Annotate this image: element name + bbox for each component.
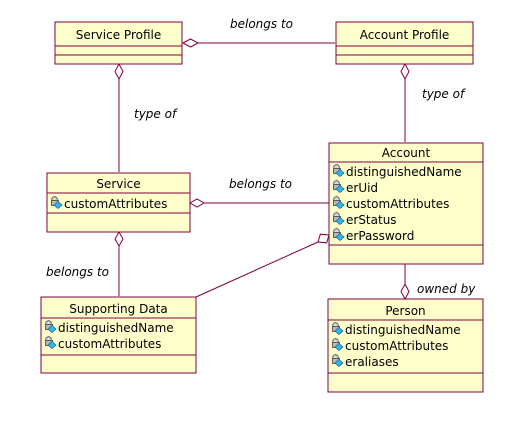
class-account-profile: Account Profile	[335, 21, 474, 65]
label-serviceprofile-service: type of	[134, 107, 178, 121]
class-attribute: distinguishedName	[45, 320, 174, 335]
class-box	[40, 296, 197, 374]
attribute-name: eraliases	[345, 355, 399, 369]
class-supporting-data: Supporting Data distinguishedName custom…	[40, 296, 197, 374]
aggregation-diamond-service-right	[188, 198, 206, 208]
attribute-name: customAttributes	[64, 197, 167, 211]
attribute-name: erStatus	[346, 213, 397, 227]
class-attribute: erStatus	[333, 212, 397, 227]
class-attribute: customAttributes	[332, 338, 448, 353]
relationship-labels: belongs to type of type of belongs to be…	[46, 17, 476, 296]
label-serviceprofile-accountprofile: belongs to	[230, 17, 293, 31]
class-person: Person distinguishedName customAttribute…	[327, 298, 484, 393]
aggregation-diamond-service-bottom	[114, 230, 124, 248]
class-service-profile: Service Profile	[54, 21, 183, 65]
class-service: Service customAttributes	[46, 172, 191, 233]
label-accountprofile-account: type of	[422, 87, 466, 101]
class-attribute: customAttributes	[45, 336, 161, 351]
label-account-person: owned by	[417, 282, 476, 296]
attribute-name: distinguishedName	[346, 165, 462, 179]
aggregation-diamond-accountprofile	[400, 62, 410, 81]
label-service-account: belongs to	[229, 177, 292, 191]
class-title: Service	[96, 177, 140, 191]
class-attribute: erPassword	[333, 228, 414, 243]
aggregation-diamond-account-bottom	[400, 282, 410, 301]
label-service-supportingdata: belongs to	[46, 265, 109, 279]
class-box	[327, 298, 484, 393]
class-attribute: distinguishedName	[332, 322, 461, 337]
class-attribute: eraliases	[332, 354, 399, 369]
attribute-name: customAttributes	[58, 337, 161, 351]
class-box	[335, 21, 474, 65]
class-title: Service Profile	[76, 28, 161, 42]
attribute-name: erPassword	[346, 229, 414, 243]
class-attribute: customAttributes	[333, 196, 449, 211]
class-box	[54, 21, 183, 65]
aggregation-diamond-serviceprofile	[181, 38, 200, 48]
attribute-name: distinguishedName	[345, 323, 461, 337]
class-title: Account Profile	[360, 28, 450, 42]
class-title: Account	[382, 146, 431, 160]
class-attribute: erUid	[333, 180, 378, 195]
attribute-name: customAttributes	[346, 197, 449, 211]
class-account: Account distinguishedName erUid customAt…	[328, 142, 484, 265]
aggregation-diamond-account-left	[317, 233, 330, 244]
attribute-name: customAttributes	[345, 339, 448, 353]
aggregation-diamond-serviceprofile-bottom	[114, 62, 124, 81]
class-title: Person	[385, 304, 425, 318]
class-box	[328, 142, 484, 265]
class-box	[46, 172, 191, 233]
class-attribute: distinguishedName	[333, 164, 462, 179]
class-title: Supporting Data	[69, 302, 167, 316]
association-lines	[118, 42, 406, 298]
line-account-supportingdata	[195, 241, 319, 298]
class-attribute: customAttributes	[51, 196, 167, 211]
attribute-name: distinguishedName	[58, 321, 174, 335]
aggregation-diamonds	[114, 38, 410, 301]
attribute-name: erUid	[346, 181, 378, 195]
